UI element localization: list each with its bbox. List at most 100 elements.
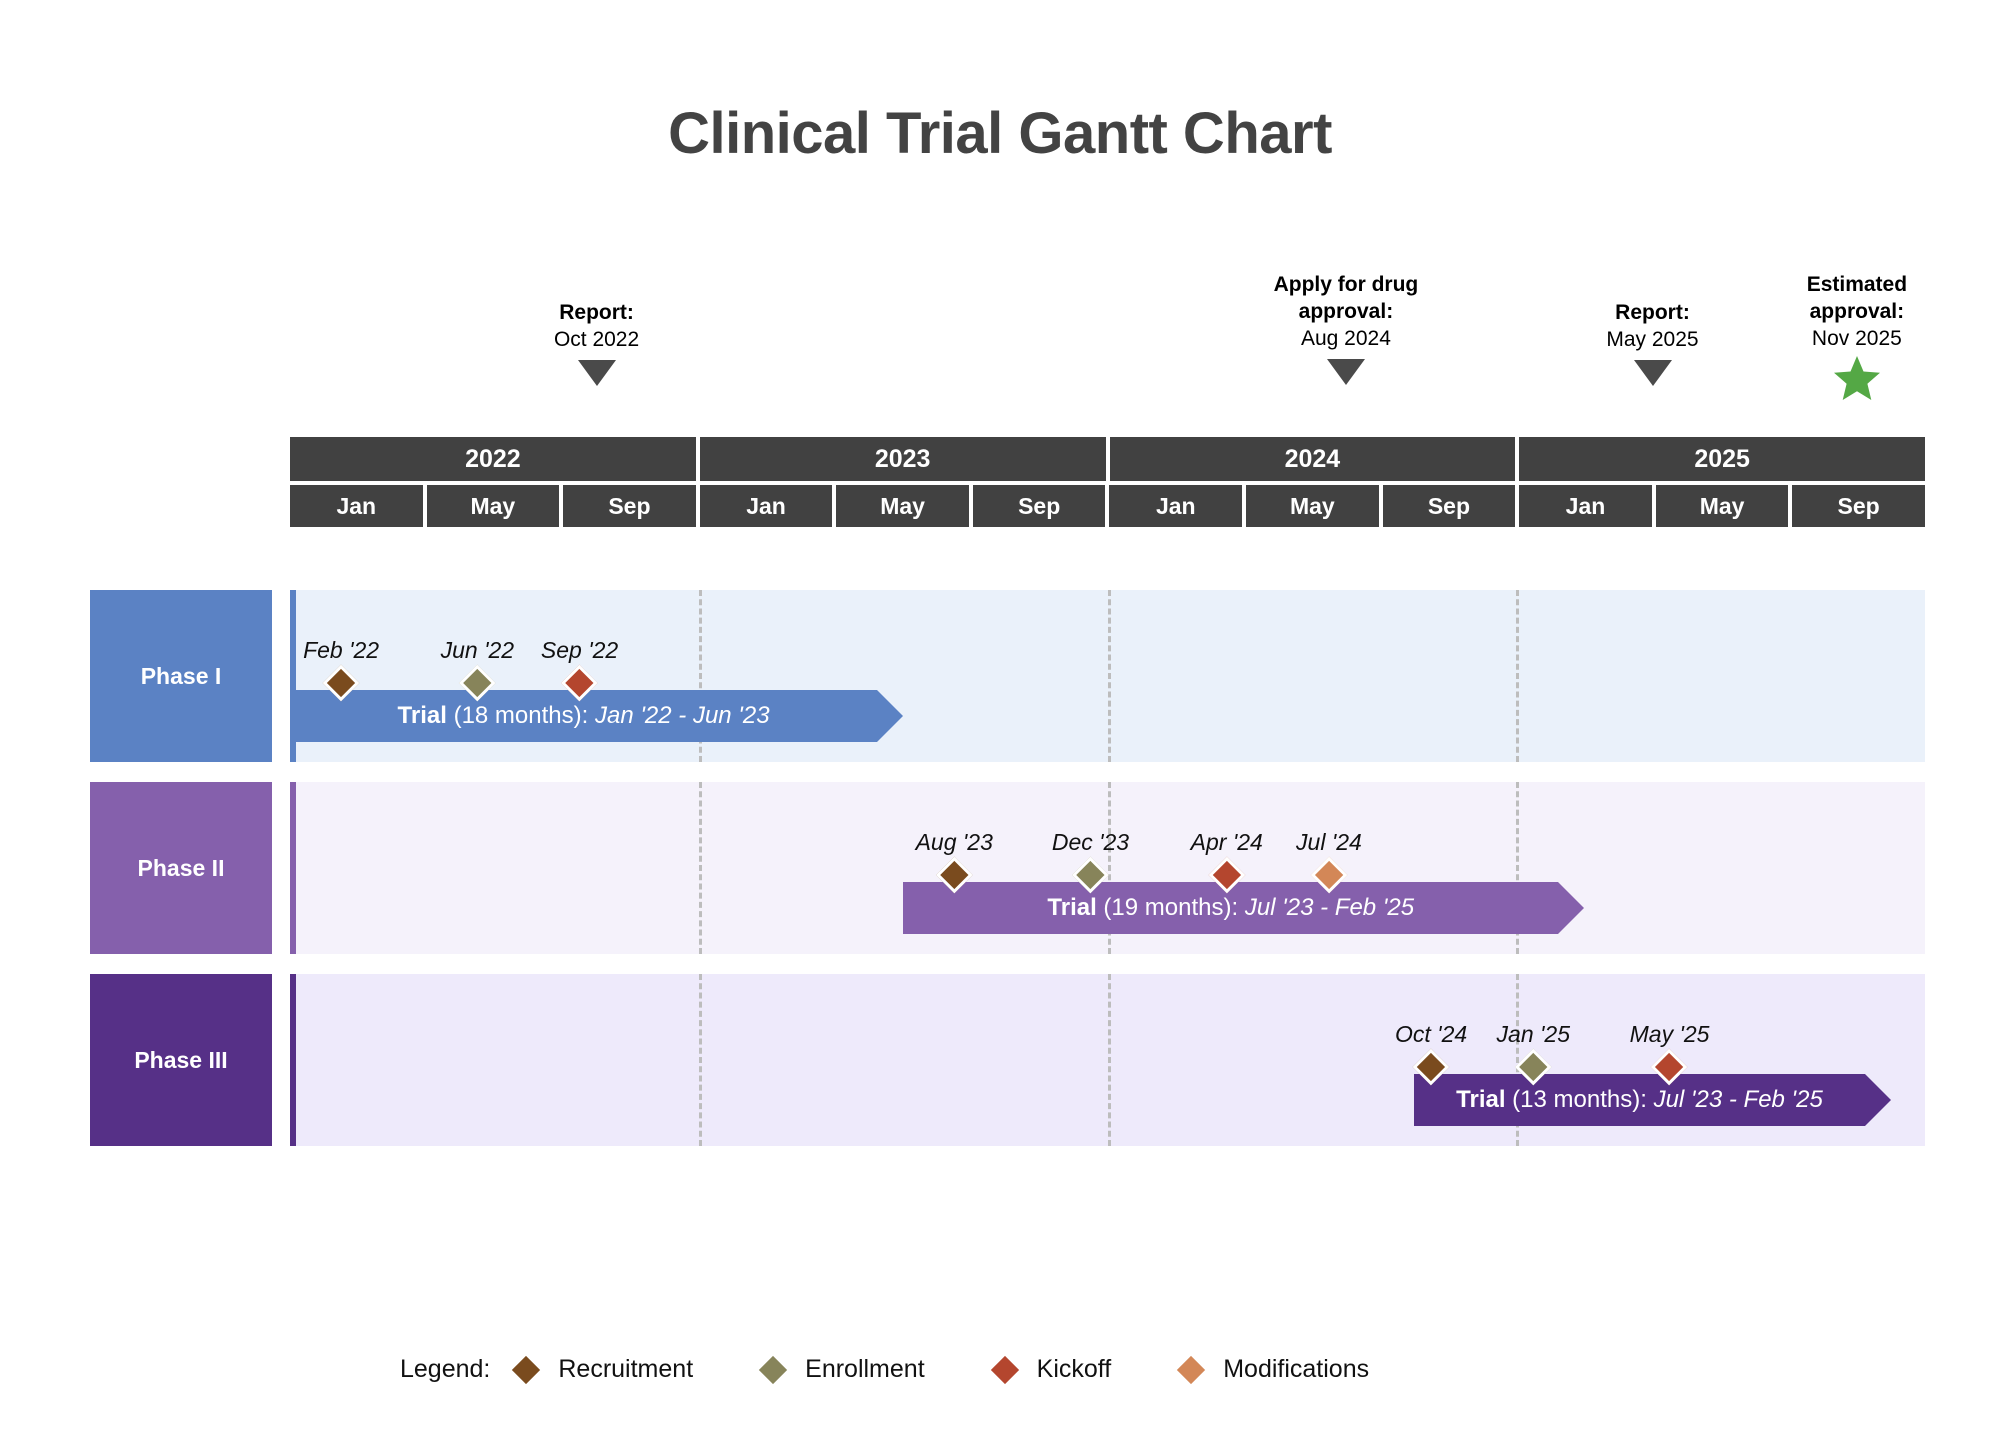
gantt-bar[interactable]: Trial (18 months): Jan '22 - Jun '23 [290, 690, 904, 742]
timeline-year-cell: 2025 [1519, 437, 1925, 481]
year-gridline [1107, 974, 1111, 1146]
legend-item-label: Kickoff [1036, 1355, 1112, 1383]
bar-label-range: Jul '23 - Feb '25 [1244, 894, 1415, 921]
milestone-marker[interactable]: Aug '23 [915, 829, 993, 894]
milestone-diamond-icon [458, 664, 496, 702]
milestone-diamond-icon [1514, 1048, 1552, 1086]
milestone-label: Aug '23 [915, 829, 993, 855]
annotation-date: Nov 2025 [1811, 326, 1902, 350]
milestone-diamond-icon [561, 664, 598, 702]
legend-diamond-icon [758, 1355, 788, 1384]
timeline-month-cell: Sep [1382, 485, 1516, 527]
milestone-marker[interactable]: Apr '24 [1190, 829, 1263, 894]
annotation-label: Report: [1615, 301, 1690, 324]
legend-item-label: Modifications [1223, 1355, 1370, 1383]
year-gridline [1516, 782, 1520, 954]
timeline-month-cell: Jan [699, 485, 833, 527]
milestone-label: Jun '22 [440, 637, 515, 663]
legend-item[interactable]: Enrollment [758, 1355, 925, 1384]
gantt-bar-body [1414, 1074, 1865, 1126]
star-marker-icon [1833, 355, 1880, 400]
year-gridline [1107, 782, 1111, 954]
milestone-marker[interactable]: Jan '25 [1496, 1021, 1571, 1086]
annotation-date: Oct 2022 [553, 327, 640, 351]
year-gridline [1516, 590, 1520, 762]
phase-label-3[interactable]: Phase III [90, 974, 272, 1146]
milestone-diamond-icon [1651, 1048, 1688, 1086]
gantt-bar-body [903, 882, 1559, 934]
milestone-diamond-icon [935, 856, 973, 894]
milestone-marker[interactable]: Sep '22 [540, 637, 619, 702]
annotation-label-line2: approval: [1298, 299, 1394, 323]
timeline-month-cell: May [836, 485, 969, 527]
milestone-marker[interactable]: May '25 [1630, 1021, 1709, 1086]
legend-item[interactable]: Kickoff [990, 1355, 1112, 1384]
milestone-diamond-icon [322, 664, 360, 702]
triangle-marker-icon [577, 359, 616, 386]
phase-track: Trial (19 months): Jul '23 - Feb '25 Aug … [290, 782, 1925, 954]
milestone-diamond-icon [1412, 1048, 1450, 1086]
milestone-marker[interactable]: Jun '22 [440, 637, 515, 702]
annotation-date: May 2025 [1606, 327, 1699, 351]
legend-title: Legend: [400, 1355, 491, 1383]
timeline-month-cell: Sep [1792, 485, 1925, 527]
timeline-month-cell: May [1246, 485, 1379, 527]
phase-track: Trial (13 months): Jul '23 - Feb '25 Oct … [290, 974, 1925, 1146]
annotation-label: Report: [559, 301, 634, 324]
milestone-label: Oct '24 [1395, 1021, 1468, 1047]
year-gridline [1516, 974, 1520, 1146]
phase-label-text: Phase II [137, 854, 225, 881]
gantt-bar-body [290, 690, 878, 742]
milestone-annotation: Report: May 2025 [1538, 300, 1768, 386]
legend-item[interactable]: Modifications [1177, 1355, 1370, 1384]
bar-label-task: Trial [397, 702, 447, 729]
bar-label-duration: (18 months): [446, 702, 595, 729]
gantt-bar-label: Trial (19 months): Jul '23 - Feb '25 [903, 894, 1584, 922]
gantt-bar-arrow-tip [1864, 1074, 1891, 1126]
milestone-marker[interactable]: Feb '22 [303, 637, 379, 702]
year-gridline [698, 782, 702, 954]
bar-label-duration: (13 months): [1505, 1086, 1654, 1113]
timeline-month-cell: Jan [290, 485, 423, 527]
phase-row: Phase II Trial (19 months): Jul '23 - Feb… [0, 782, 2000, 954]
milestone-diamond-icon [1310, 856, 1348, 894]
track-accent-bar [290, 590, 296, 762]
milestone-label: Sep '22 [540, 637, 619, 663]
annotation-date: Aug 2024 [1300, 326, 1391, 350]
phase-label-1[interactable]: Phase I [90, 590, 272, 762]
timeline-month-cell: Sep [972, 485, 1106, 527]
timeline-month-cell: Sep [563, 485, 696, 527]
annotation-label-line1: Estimated [1806, 273, 1908, 296]
milestone-annotation: Report: Oct 2022 [482, 300, 712, 386]
timeline-month-cell: Jan [1109, 485, 1243, 527]
timeline-month-cell: May [426, 485, 560, 527]
legend: Legend: Recruitment Enrollment Kickoff Modi… [400, 1355, 1439, 1384]
milestone-marker[interactable]: Jul '24 [1296, 829, 1362, 894]
milestone-diamond-icon [1208, 856, 1246, 894]
gantt-bar[interactable]: Trial (13 months): Jul '23 - Feb '25 [1414, 1074, 1891, 1126]
phase-label-text: Phase III [134, 1046, 228, 1073]
timeline-year-cell: 2024 [1109, 437, 1516, 481]
bar-label-range: Jan '22 - Jun '23 [594, 702, 770, 729]
track-accent-bar [290, 782, 296, 954]
gantt-bar[interactable]: Trial (19 months): Jul '23 - Feb '25 [903, 882, 1585, 934]
timeline-month-cell: May [1655, 485, 1789, 527]
legend-item[interactable]: Recruitment [512, 1355, 693, 1384]
page-title: Clinical Trial Gantt Chart [668, 101, 1332, 166]
milestone-marker[interactable]: Oct '24 [1395, 1021, 1468, 1086]
annotation-label-line1: Apply for drug [1273, 273, 1419, 296]
year-gridline [698, 590, 702, 762]
milestone-marker[interactable]: Dec '23 [1052, 829, 1129, 894]
milestone-annotation: Apply for drug approval: Aug 2024 [1231, 272, 1461, 385]
phase-label-2[interactable]: Phase II [90, 782, 272, 954]
milestone-label: Apr '24 [1190, 829, 1263, 855]
gantt-bar-label: Trial (18 months): Jan '22 - Jun '23 [290, 702, 903, 730]
gantt-bar-arrow-tip [877, 690, 904, 742]
phase-label-text: Phase I [140, 662, 222, 689]
gantt-bar-arrow-tip [1558, 882, 1585, 934]
annotation-label-line2: approval: [1809, 299, 1905, 323]
milestone-label: Jan '25 [1496, 1021, 1571, 1047]
